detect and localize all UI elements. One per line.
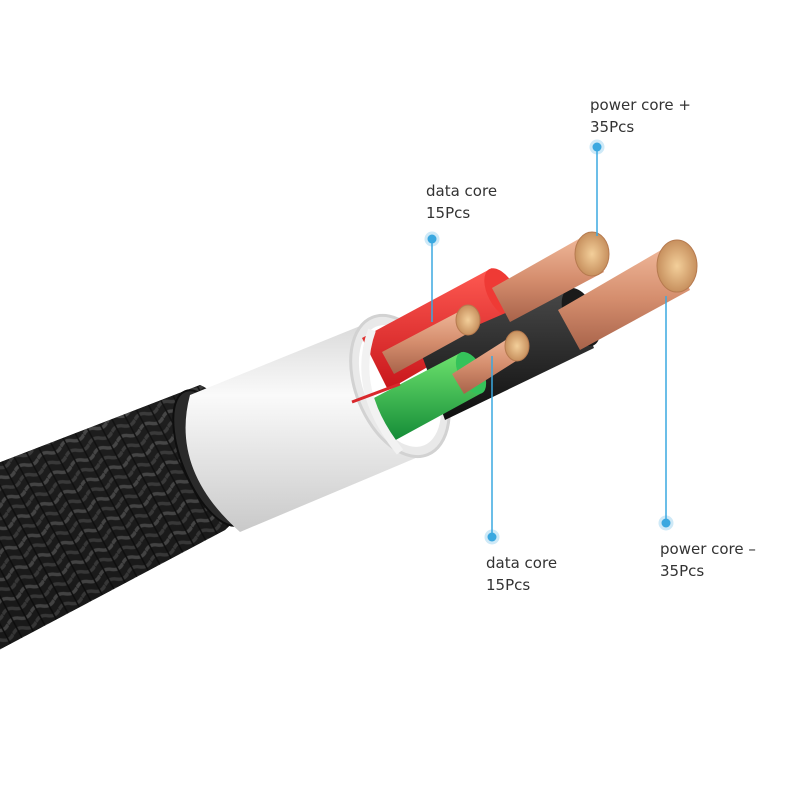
label-data-core-bottom: data core 15Pcs bbox=[486, 552, 557, 596]
label-power-core-minus-count: 35Pcs bbox=[660, 562, 705, 580]
copper-conductor-data-bottom bbox=[452, 330, 530, 394]
copper-conductor-power-plus bbox=[492, 231, 610, 322]
label-power-core-minus: power core – 35Pcs bbox=[660, 538, 756, 582]
leader-data-bottom bbox=[484, 356, 500, 545]
label-power-core-plus-count: 35Pcs bbox=[590, 118, 635, 136]
leader-power-minus bbox=[658, 296, 674, 531]
leader-data-top bbox=[424, 231, 440, 322]
label-power-core-minus-name: power core – bbox=[660, 540, 756, 558]
label-data-core-top: data core 15Pcs bbox=[426, 180, 497, 224]
label-power-core-plus-name: power core + bbox=[590, 96, 691, 114]
label-data-core-top-name: data core bbox=[426, 182, 498, 200]
label-data-core-bottom-count: 15Pcs bbox=[486, 576, 531, 594]
label-power-core-plus: power core + 35Pcs bbox=[590, 94, 691, 138]
copper-conductor-power-minus bbox=[558, 239, 698, 350]
sleeve-rim bbox=[351, 328, 404, 455]
copper-conductor-data-top bbox=[382, 304, 481, 374]
label-data-core-bottom-name: data core bbox=[486, 554, 558, 572]
label-data-core-top-count: 15Pcs bbox=[426, 204, 471, 222]
leader-power-plus bbox=[589, 139, 605, 236]
